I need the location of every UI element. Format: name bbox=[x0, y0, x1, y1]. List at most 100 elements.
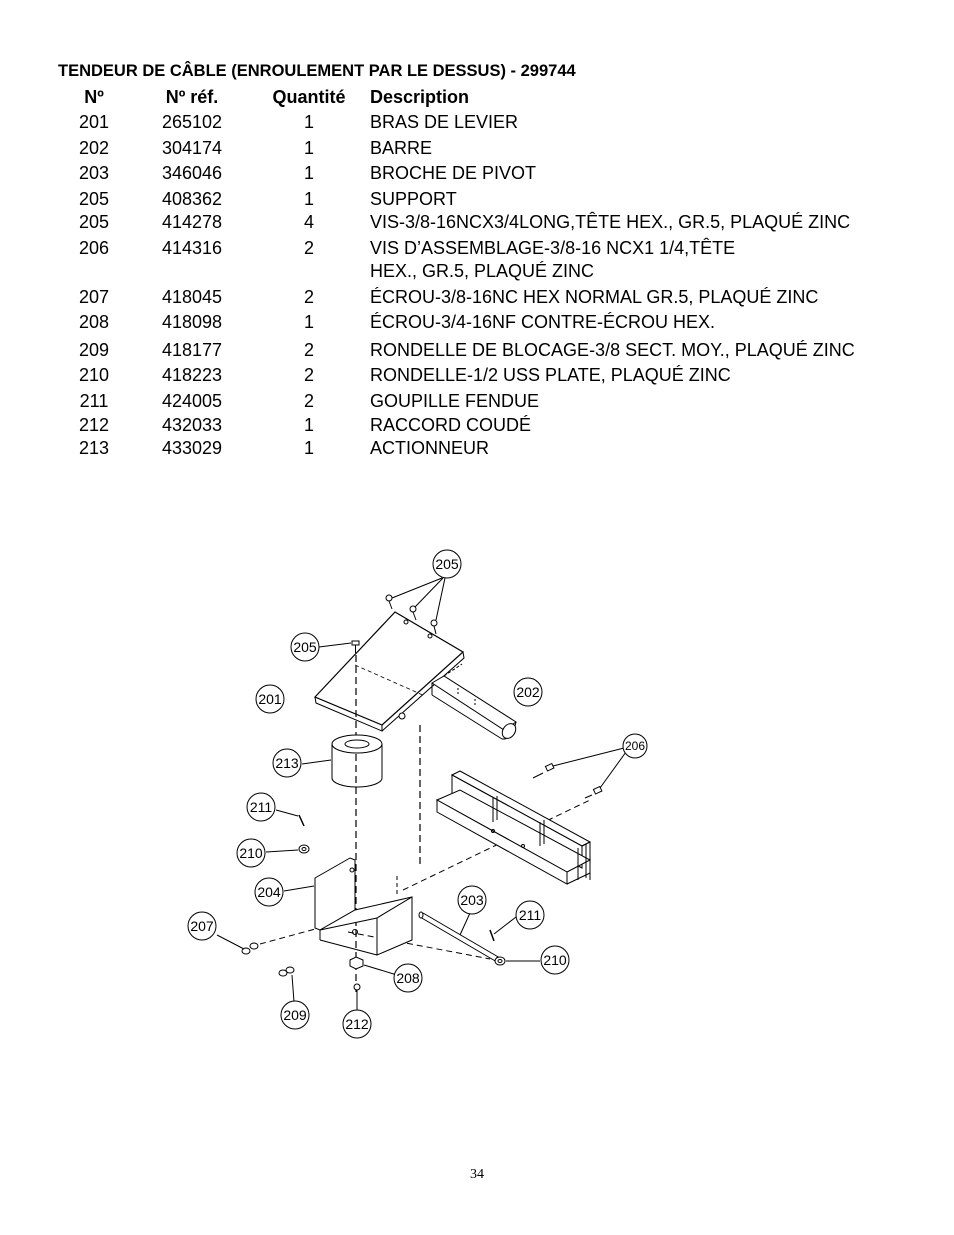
header-qty: Quantité bbox=[272, 87, 346, 107]
cell-qty: 2 bbox=[303, 238, 314, 258]
callout-202: 202 bbox=[513, 677, 543, 707]
cell-description: ÉCROU-3/4-16NF CONTRE-ÉCROU HEX. bbox=[370, 312, 716, 332]
parts-table: Nº Nº réf. Quantité Description 201 2651… bbox=[0, 0, 954, 470]
header-description: Description bbox=[370, 87, 470, 107]
cell-description: RONDELLE-1/2 USS PLATE, PLAQUÉ ZINC bbox=[370, 365, 731, 385]
cell-description: BRAS DE LEVIER bbox=[370, 112, 519, 132]
cell-no: 212 bbox=[78, 415, 110, 435]
cotter-pin-right bbox=[489, 916, 517, 942]
cell-qty: 2 bbox=[303, 287, 314, 307]
cell-description: VIS D’ASSEMBLAGE-3/8-16 NCX1 1/4,TÊTE bbox=[370, 238, 736, 258]
cell-no: 208 bbox=[78, 312, 110, 332]
cell-description: ACTIONNEUR bbox=[370, 438, 490, 458]
lever-arm-part bbox=[313, 611, 465, 732]
callout-208: 208 bbox=[393, 963, 423, 993]
cell-ref: 418223 bbox=[161, 365, 223, 385]
svg-text:210: 210 bbox=[543, 952, 567, 968]
svg-text:208: 208 bbox=[396, 970, 420, 986]
cell-no: 203 bbox=[78, 163, 110, 183]
cell-description: GOUPILLE FENDUE bbox=[370, 391, 540, 411]
cell-qty: 4 bbox=[303, 212, 314, 232]
cell-ref: 265102 bbox=[161, 112, 223, 132]
cell-description: ÉCROU-3/8-16NC HEX NORMAL GR.5, PLAQUÉ Z… bbox=[370, 287, 819, 307]
cell-no: 209 bbox=[78, 340, 110, 360]
cell-ref: 433029 bbox=[161, 438, 223, 458]
cell-qty: 1 bbox=[303, 415, 314, 435]
svg-text:205: 205 bbox=[435, 556, 459, 572]
callout-204: 204 bbox=[254, 877, 284, 907]
cell-description: RACCORD COUDÉ bbox=[370, 415, 532, 435]
cell-no: 202 bbox=[78, 138, 110, 158]
svg-text:206: 206 bbox=[625, 739, 645, 753]
cell-qty: 2 bbox=[303, 365, 314, 385]
cell-ref: 418045 bbox=[161, 287, 223, 307]
cap-screws bbox=[532, 747, 627, 799]
cell-qty: 1 bbox=[303, 189, 314, 209]
callout-210-right: 210 bbox=[540, 945, 570, 975]
lock-nut bbox=[349, 956, 398, 976]
cell-ref: 408362 bbox=[161, 189, 223, 209]
callout-201: 201 bbox=[255, 684, 285, 714]
support-screws bbox=[318, 577, 446, 653]
svg-text:211: 211 bbox=[250, 799, 273, 815]
hex-nut bbox=[216, 934, 259, 955]
cell-ref: 414316 bbox=[161, 238, 223, 258]
bar-part bbox=[431, 663, 517, 740]
cell-qty: 1 bbox=[303, 438, 314, 458]
page-title: TENDEUR DE CÂBLE (ENROULEMENT PAR LE DES… bbox=[58, 62, 576, 80]
cell-no: 205 bbox=[78, 212, 110, 232]
callout-213: 213 bbox=[272, 748, 302, 778]
svg-text:207: 207 bbox=[190, 918, 214, 934]
svg-text:202: 202 bbox=[516, 684, 540, 700]
cell-no: 207 bbox=[78, 287, 110, 307]
bracket-part bbox=[283, 857, 413, 956]
cell-description: RONDELLE DE BLOCAGE-3/8 SECT. MOY., PLAQ… bbox=[370, 340, 855, 360]
cotter-pin-left bbox=[275, 809, 305, 827]
svg-text:201: 201 bbox=[258, 691, 282, 707]
washer-left bbox=[265, 844, 310, 854]
cell-ref: 304174 bbox=[161, 138, 223, 158]
lock-washer bbox=[278, 966, 295, 1003]
cell-no: 205 bbox=[78, 189, 110, 209]
cell-description: BARRE bbox=[370, 138, 433, 158]
svg-text:205: 205 bbox=[293, 639, 317, 655]
cell-no: 213 bbox=[78, 438, 110, 458]
cell-no: 201 bbox=[78, 112, 110, 132]
callout-206: 206 bbox=[622, 733, 648, 759]
cell-description: BROCHE DE PIVOT bbox=[370, 163, 537, 183]
svg-text:213: 213 bbox=[275, 755, 299, 771]
cell-qty: 1 bbox=[303, 138, 314, 158]
header-ref: Nº réf. bbox=[165, 87, 219, 107]
callout-207: 207 bbox=[187, 911, 217, 941]
callout-210-left: 210 bbox=[236, 838, 266, 868]
cell-no: 210 bbox=[78, 365, 110, 385]
actuator-part bbox=[301, 734, 383, 788]
svg-text:204: 204 bbox=[257, 884, 281, 900]
cell-ref: 418177 bbox=[161, 340, 223, 360]
cell-qty: 1 bbox=[303, 312, 314, 332]
cell-no: 211 bbox=[79, 391, 109, 411]
cell-ref: 346046 bbox=[161, 163, 223, 183]
callout-209: 209 bbox=[280, 1000, 310, 1030]
callout-211-left: 211 bbox=[246, 792, 276, 822]
svg-text:203: 203 bbox=[460, 892, 484, 908]
svg-text:209: 209 bbox=[283, 1007, 307, 1023]
cell-ref: 432033 bbox=[161, 415, 223, 435]
svg-text:210: 210 bbox=[239, 845, 263, 861]
cell-description: VIS-3/8-16NCX3/4LONG,TÊTE HEX., GR.5, PL… bbox=[370, 212, 851, 232]
header-no: Nº bbox=[84, 87, 104, 107]
page-number: 34 bbox=[470, 1167, 484, 1182]
cell-description: SUPPORT bbox=[370, 189, 457, 209]
cell-qty: 1 bbox=[303, 163, 314, 183]
frame-rail-part bbox=[435, 770, 592, 885]
cell-qty: 2 bbox=[303, 391, 314, 411]
cell-no: 206 bbox=[78, 238, 110, 258]
callout-205-left: 205 bbox=[290, 632, 320, 662]
svg-text:212: 212 bbox=[345, 1016, 369, 1032]
washer-right bbox=[494, 956, 540, 966]
cell-qty: 2 bbox=[303, 340, 314, 360]
cell-ref: 424005 bbox=[161, 391, 223, 411]
cell-ref: 418098 bbox=[161, 312, 223, 332]
callout-203: 203 bbox=[457, 885, 487, 915]
